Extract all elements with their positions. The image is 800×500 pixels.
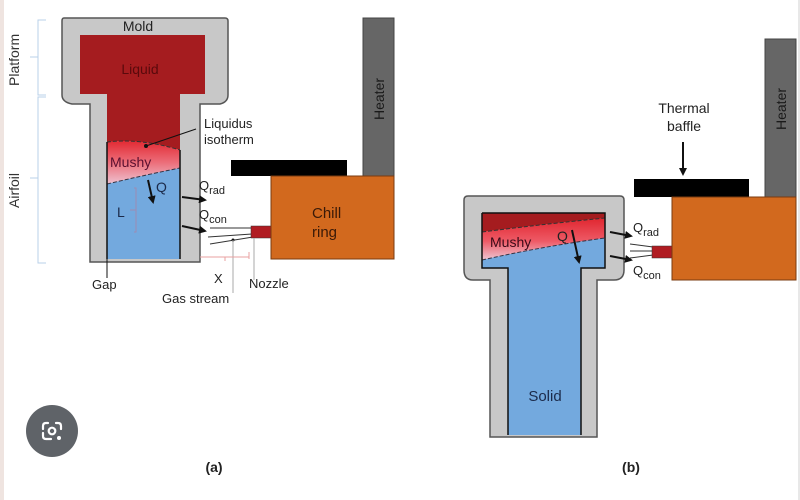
caption-b: (b) [622,459,640,475]
label-mushy-a: Mushy [110,154,151,170]
heater-a [362,17,395,177]
visual-search-button[interactable] [26,405,78,457]
label-nozzle: Nozzle [249,276,289,291]
liquid-region-b [482,213,605,232]
label-liquid: Liquid [121,61,158,77]
label-baffle-2: baffle [667,118,701,134]
label-gas-stream: Gas stream [162,291,229,306]
brace-platform [30,19,46,96]
thermal-baffle-b [634,179,749,197]
label-baffle-1: Thermal [658,100,709,116]
brace-airfoil [30,96,46,264]
label-airfoil: Airfoil [6,173,22,208]
label-l: L [117,204,125,220]
caption-a: (a) [205,459,222,475]
label-mushy-b: Mushy [490,234,531,250]
liquid-region-a [80,35,205,150]
label-q-b: Q [557,228,568,244]
label-chill-2: ring [312,224,337,241]
q-rad-arrow-a [181,195,207,204]
label-q-con-b: Qcon [633,263,661,282]
solid-region-b [482,238,605,435]
panel-b: Mushy Q Solid Qrad Qcon Thermal baffle H… [463,38,797,475]
nozzle-a [250,225,272,239]
liquidus-pointer [145,128,197,147]
length-bracket [130,187,137,233]
q-con-arrow-a [181,225,207,234]
label-liquidus-2: isotherm [204,132,254,147]
q-arrow-a [147,179,156,204]
nozzle-b [651,245,673,259]
label-gap: Gap [92,277,117,292]
label-q-a: Q [156,179,167,195]
label-q-rad-b: Qrad [633,220,659,239]
gas-stream-lines-b [629,243,654,259]
page-edge-left [0,0,4,500]
liquidus-isotherm-line [106,140,181,151]
gas-stream-lines [207,227,254,245]
chill-ring-b [671,196,797,281]
visual-search-icon [41,421,63,441]
distance-x-marker [200,252,250,261]
label-chill-1: Chill [312,205,341,222]
label-heater-b: Heater [773,88,789,130]
label-heater-a: Heater [371,78,387,120]
label-q-rad-a: Qrad [199,178,225,197]
label-x: X [214,271,223,286]
label-q-con-a: Qcon [199,207,227,226]
mushy-zone-a [107,141,180,184]
q-rad-arrow-b [609,230,633,239]
label-mold: Mold [123,18,153,34]
chill-ring-a [270,175,395,260]
label-platform: Platform [6,34,22,86]
solid-region-a [107,168,180,259]
casting-outline-b [481,212,606,435]
page-edge-right [798,0,800,500]
q-arrow-b [571,229,582,264]
solidus-line-a [106,167,181,185]
thermal-baffle-a [231,160,347,176]
label-liquidus-1: Liquidus [204,116,253,131]
label-solid: Solid [528,388,561,405]
q-con-arrow-b [609,254,633,263]
panel-a: Platform Airfoil Mold Liquid Mushy L Q L… [6,17,395,475]
